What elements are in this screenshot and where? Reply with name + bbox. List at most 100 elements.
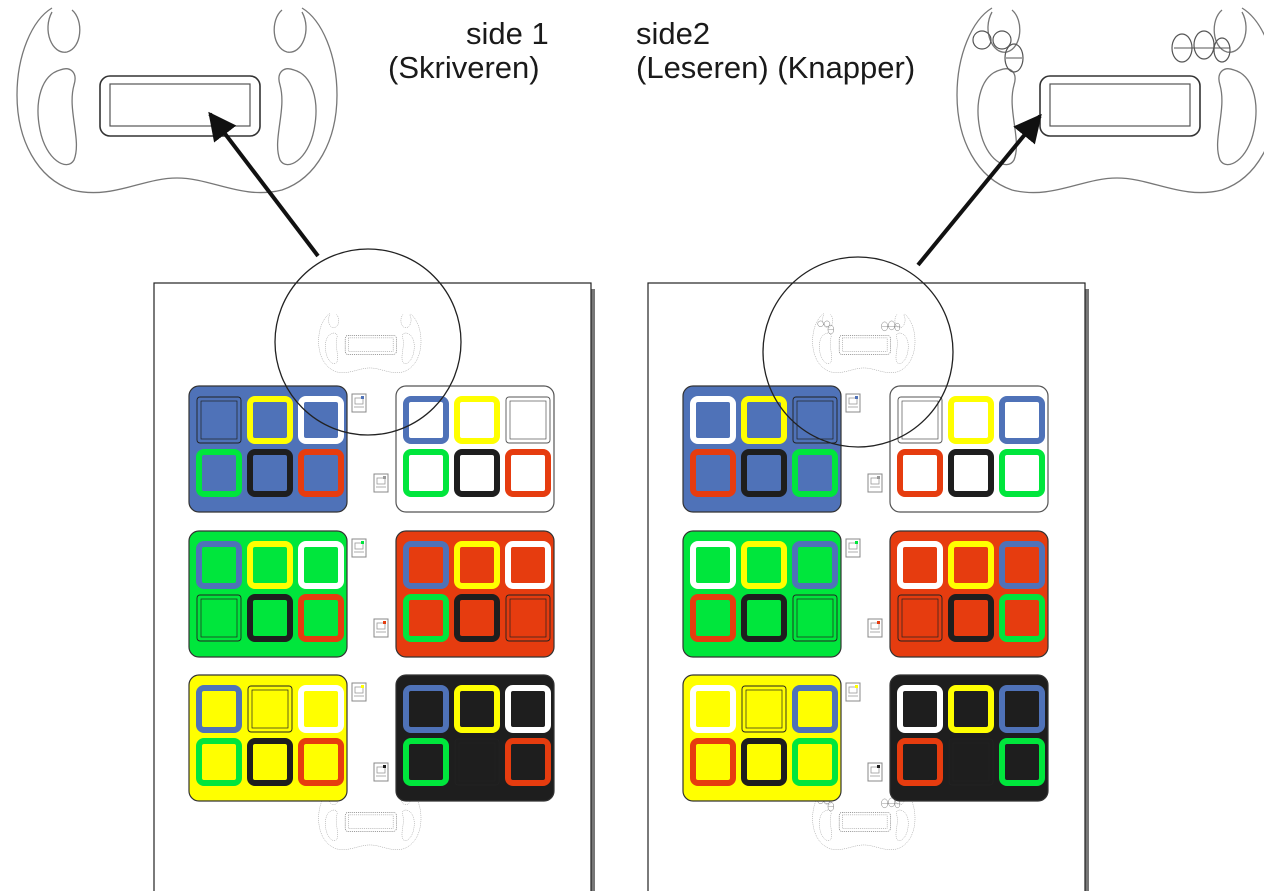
color-cell (999, 738, 1045, 786)
color-cell-inner (200, 598, 238, 638)
color-card-blue (682, 385, 861, 513)
arrow-icon (208, 111, 320, 258)
mini-braille-icon (373, 762, 389, 782)
color-cell-inner (901, 400, 939, 440)
color-cell-inner (200, 400, 238, 440)
color-cell (792, 738, 838, 786)
mini-braille-icon (867, 473, 883, 493)
color-cell (690, 396, 736, 444)
color-card-yellow (188, 674, 367, 802)
color-cell (247, 449, 293, 497)
color-cell (298, 449, 344, 497)
color-cell (505, 541, 551, 589)
color-cell (999, 541, 1045, 589)
color-cell-inner (509, 400, 547, 440)
color-cell (897, 541, 943, 589)
color-cell (505, 685, 551, 733)
side1-sublabel: (Skriveren) (388, 50, 540, 85)
mini-braille-icon (845, 682, 861, 702)
color-cell (247, 396, 293, 444)
color-cell (948, 541, 994, 589)
color-cell (948, 685, 994, 733)
color-cell (690, 449, 736, 497)
color-cell-inner (509, 598, 547, 638)
color-cell-inner (796, 598, 834, 638)
color-cell (690, 594, 736, 642)
mini-braille-icon (351, 393, 367, 413)
color-cell (741, 449, 787, 497)
color-cell (247, 738, 293, 786)
color-cell (247, 685, 293, 733)
color-cell (792, 396, 838, 444)
color-cell (247, 594, 293, 642)
color-cell (196, 449, 242, 497)
color-cell (690, 541, 736, 589)
color-cell (454, 738, 500, 786)
color-card-black (867, 674, 1049, 802)
color-cell (897, 594, 943, 642)
color-card-red (867, 530, 1049, 658)
color-cell (792, 449, 838, 497)
color-cell-inner (745, 689, 783, 729)
side2-label: side2 (636, 16, 711, 51)
side-1-sheet (153, 282, 595, 891)
color-cell (948, 594, 994, 642)
color-cell (403, 594, 449, 642)
color-cell (298, 541, 344, 589)
color-card-green (682, 530, 861, 658)
mini-braille-icon (351, 538, 367, 558)
color-card-black (373, 674, 555, 802)
color-cell (196, 738, 242, 786)
color-cell (999, 685, 1045, 733)
arrow-icon (916, 113, 1042, 267)
color-cell (196, 594, 242, 642)
side-2-sheet (647, 282, 1089, 891)
mini-braille-icon (845, 393, 861, 413)
color-cell (196, 541, 242, 589)
color-cell (454, 594, 500, 642)
color-cell (196, 685, 242, 733)
side1-label: side 1 (466, 16, 549, 51)
color-cell (948, 396, 994, 444)
color-cell (454, 685, 500, 733)
color-cell (741, 541, 787, 589)
color-cell (690, 738, 736, 786)
color-cell (999, 396, 1045, 444)
color-cell (403, 541, 449, 589)
color-cell (792, 541, 838, 589)
color-cell (454, 541, 500, 589)
color-cell (403, 449, 449, 497)
color-cell-inner (901, 598, 939, 638)
color-card-blue (188, 385, 367, 513)
color-cell (792, 685, 838, 733)
color-cell (505, 449, 551, 497)
color-cell (897, 685, 943, 733)
mini-braille-icon (373, 473, 389, 493)
controller-with-buttons-icon (956, 7, 1264, 194)
color-cell (403, 738, 449, 786)
color-cell (298, 738, 344, 786)
color-cell-inner (796, 400, 834, 440)
color-cell (741, 396, 787, 444)
color-cell (999, 594, 1045, 642)
mini-braille-icon (867, 618, 883, 638)
color-cell (196, 396, 242, 444)
color-cell (454, 396, 500, 444)
color-cell (505, 738, 551, 786)
color-cell (948, 738, 994, 786)
color-card-yellow (682, 674, 861, 802)
color-card-white (373, 385, 555, 513)
color-cell (741, 594, 787, 642)
mini-braille-icon (373, 618, 389, 638)
magnifier-circle-icon (274, 248, 462, 436)
color-cell (741, 685, 787, 733)
color-cell-inner (952, 742, 990, 782)
color-cell (897, 738, 943, 786)
magnifier-circle-icon (762, 256, 954, 448)
color-cell (298, 685, 344, 733)
color-cell (897, 449, 943, 497)
color-cell (403, 396, 449, 444)
side2-sublabel: (Leseren) (Knapper) (636, 50, 916, 85)
mini-braille-icon (845, 538, 861, 558)
